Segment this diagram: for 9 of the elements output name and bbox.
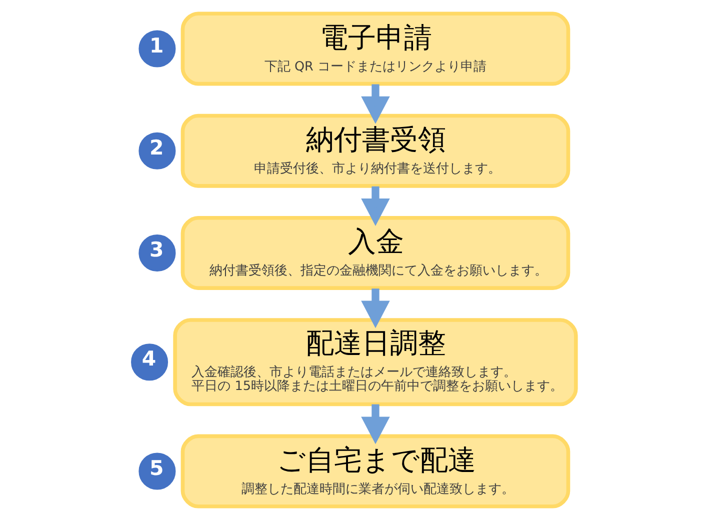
- arrow: [360, 186, 390, 226]
- node-box: 入金 納付書受領後、指定の金融機関にて入金をお願いします。: [180, 216, 570, 290]
- node-box: 配達日調整 入金確認後、市より電話またはメールで連絡致します。平日の 15時以降または土曜日の午前中で調整をお願いします。: [172, 318, 578, 406]
- node-box: ご自宅まで配達 調整した配達時間に業者が伺い配達致します。: [180, 434, 570, 508]
- arrow: [360, 84, 390, 124]
- node-box: 電子申請 下記 QR コードまたはリンクより申請: [180, 12, 570, 86]
- arrow: [360, 404, 390, 444]
- arrow: [360, 288, 390, 328]
- node-box: 納付書受領 申請受付後、市より納付書を送付します。: [180, 114, 570, 188]
